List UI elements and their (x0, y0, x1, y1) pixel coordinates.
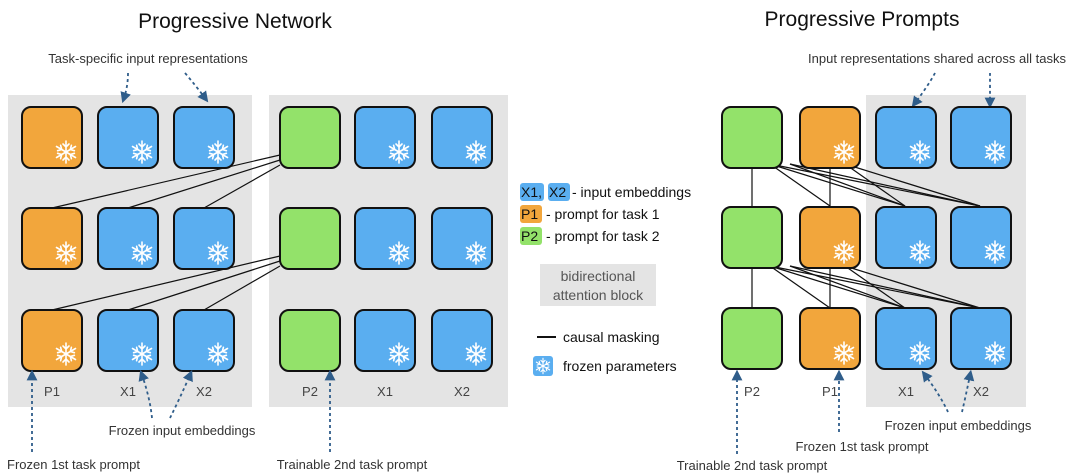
p2-cell (279, 207, 341, 270)
right-top-note: Input representations shared across all … (808, 51, 1066, 66)
legend-attn-line2: attention block (553, 287, 644, 303)
x2-cell (173, 309, 235, 372)
x1-cell (97, 309, 159, 372)
col-label-p2: P2 (302, 384, 318, 399)
col-label-x1: X1 (120, 384, 136, 399)
legend-input-text: - input embeddings (572, 184, 691, 200)
legend-chip-p2 (520, 227, 542, 245)
x2-cell (431, 106, 493, 169)
legend-p2-label: P2 (521, 228, 538, 244)
left-frozen-prompt-note: Frozen 1st task prompt (7, 457, 140, 472)
x2-cell (431, 309, 493, 372)
col-label-p2: P2 (744, 384, 760, 399)
right-frozen-embeddings-note: Frozen input embeddings (885, 418, 1032, 433)
right-title: Progressive Prompts (765, 8, 960, 31)
left-causal-lines (51, 154, 281, 311)
legend-p1-label: P1 (521, 206, 538, 222)
x1-cell (354, 106, 416, 169)
legend: X1, X2 - input embeddings P1 - prompt fo… (520, 183, 691, 376)
x2-cell (173, 106, 235, 169)
left-top-arrow-1 (120, 72, 131, 104)
right-trainable-prompt-note: Trainable 2nd task prompt (677, 458, 828, 473)
x2-cell (950, 206, 1012, 269)
p2-cell (721, 106, 783, 169)
x1-cell (97, 106, 159, 169)
legend-frozen-text: frozen parameters (563, 358, 677, 374)
col-label-p1: P1 (822, 384, 838, 399)
x1-cell (875, 206, 937, 269)
right-frozen-embeddings-arrow-1 (921, 370, 949, 413)
x1-cell (97, 207, 159, 270)
legend-masking-text: causal masking (563, 329, 660, 345)
x2-cell (950, 307, 1012, 370)
legend-x1-label: X1, (521, 184, 542, 200)
col-label-x1: X1 (898, 384, 914, 399)
left-top-note: Task-specific input representations (48, 51, 248, 66)
p2-cell (279, 106, 341, 169)
x2-cell (431, 207, 493, 270)
left-title: Progressive Network (138, 10, 332, 33)
p1-cell (21, 106, 83, 169)
col-label-x2: X2 (196, 384, 212, 399)
p1-cell (799, 106, 861, 169)
legend-chip-x2 (548, 183, 570, 201)
col-label-p1: P1 (44, 384, 60, 399)
legend-chip-p1 (520, 205, 542, 223)
p1-cell (799, 206, 861, 269)
right-frozen-prompt-note: Frozen 1st task prompt (796, 439, 929, 454)
legend-chip-x1 (520, 183, 544, 201)
p2-cell (721, 307, 783, 370)
legend-x2-label: X2 (549, 184, 566, 200)
legend-attn-line1: bidirectional (561, 268, 636, 284)
col-label-x1: X1 (377, 384, 393, 399)
x2-cell (950, 106, 1012, 169)
right-frozen-embeddings-arrow-2 (961, 369, 975, 413)
p1-cell (799, 307, 861, 370)
legend-p1-text: - prompt for task 1 (546, 206, 660, 222)
left-trainable-prompt-note: Trainable 2nd task prompt (277, 457, 428, 472)
right-top-arrow-1 (911, 72, 936, 108)
left-frozen-embeddings-arrow-2 (169, 370, 193, 419)
x1-cell (875, 106, 937, 169)
col-label-x2: X2 (973, 384, 989, 399)
p2-cell (279, 309, 341, 372)
x1-cell (875, 307, 937, 370)
legend-p2-text: - prompt for task 2 (546, 228, 660, 244)
p1-cell (21, 207, 83, 270)
col-label-x2: X2 (454, 384, 470, 399)
legend-attention-block (540, 264, 656, 306)
right-causal-lines (751, 163, 981, 309)
x1-cell (354, 309, 416, 372)
left-top-arrow-2 (184, 72, 209, 103)
x2-cell (173, 207, 235, 270)
p1-cell (21, 309, 83, 372)
p2-cell (721, 206, 783, 269)
left-frozen-embeddings-note: Frozen input embeddings (109, 423, 256, 438)
x1-cell (354, 207, 416, 270)
